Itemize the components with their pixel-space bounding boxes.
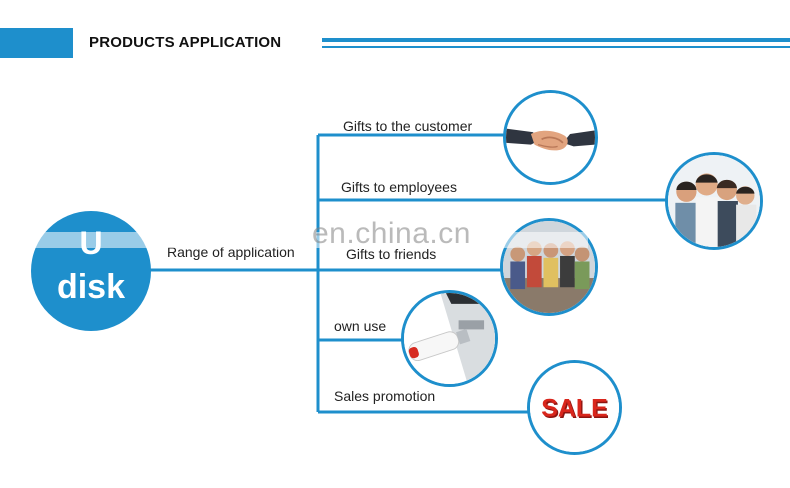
header-rule-thin bbox=[322, 46, 790, 48]
trunk-label: Range of application bbox=[167, 244, 295, 260]
branch-label-customer: Gifts to the customer bbox=[343, 118, 473, 134]
branch-label-friends: Gifts to friends bbox=[346, 246, 437, 262]
watermark-band bbox=[28, 232, 588, 248]
page-title: PRODUCTS APPLICATION bbox=[89, 34, 282, 51]
u-disk-word: disk bbox=[56, 268, 126, 306]
sale-text-image: SALE SALE bbox=[527, 360, 622, 455]
employees-icon bbox=[668, 155, 760, 247]
smiling-employees-image bbox=[665, 152, 763, 250]
branch-label-sales: Sales promotion bbox=[334, 388, 436, 404]
header-accent-bar bbox=[0, 28, 73, 58]
handshake-image bbox=[503, 90, 598, 185]
branch-label-own-use: own use bbox=[334, 318, 387, 334]
usb-drive-in-laptop-image bbox=[401, 290, 498, 387]
header-rule-thick bbox=[322, 38, 790, 42]
usb-drive-icon bbox=[404, 293, 495, 384]
watermark-text: en.china.cn bbox=[312, 217, 471, 250]
handshake-icon bbox=[506, 93, 595, 182]
u-disk-circle: U disk bbox=[31, 211, 151, 331]
svg-text:SALE: SALE bbox=[541, 394, 607, 422]
branch-label-employees: Gifts to employees bbox=[341, 179, 457, 195]
svg-text:SALE: SALE bbox=[543, 396, 609, 424]
sale-icon: SALE SALE bbox=[530, 363, 619, 452]
